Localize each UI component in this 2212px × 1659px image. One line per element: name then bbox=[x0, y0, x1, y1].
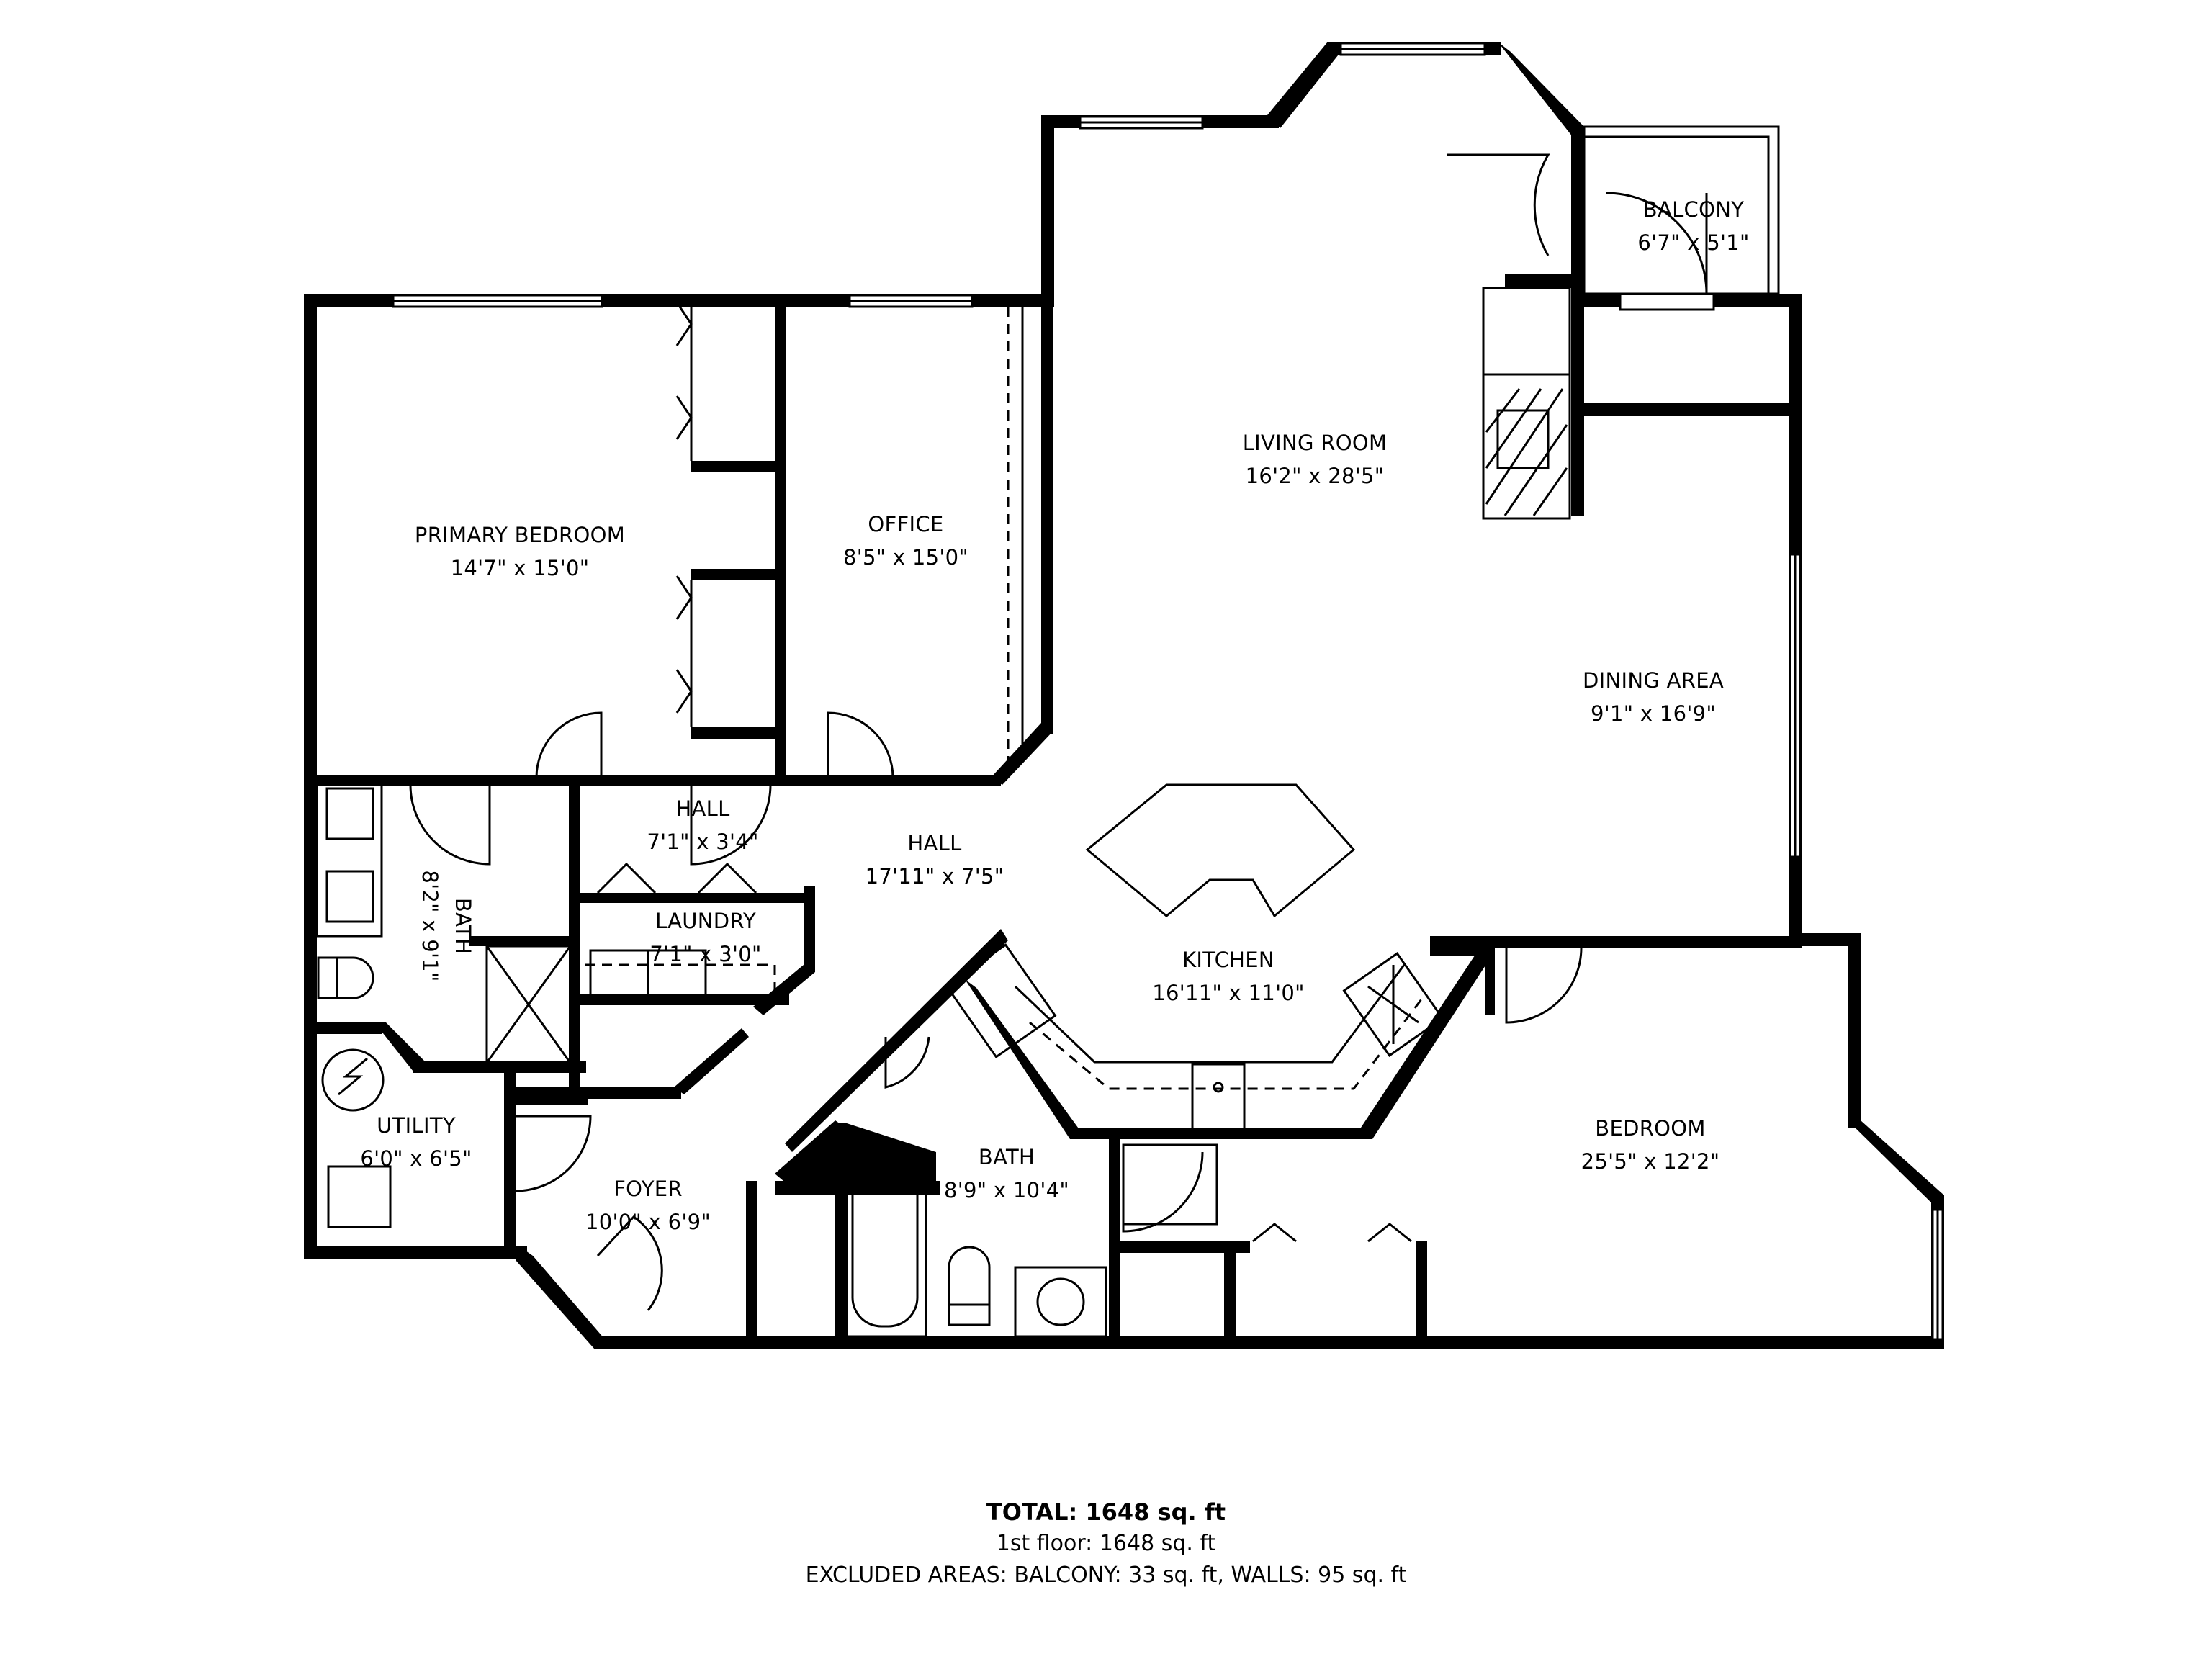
kitchen-island-icon bbox=[1085, 783, 1356, 918]
toilet-icon bbox=[317, 956, 374, 999]
balcony-outline bbox=[1583, 125, 1780, 311]
sink-icon bbox=[1014, 1266, 1107, 1338]
water-heater-icon bbox=[321, 1048, 385, 1112]
stove-icon bbox=[1342, 952, 1444, 1057]
total-area: TOTAL: 1648 sq. ft bbox=[986, 1498, 1226, 1526]
excluded-areas: EXCLUDED AREAS: BALCONY: 33 sq. ft, WALL… bbox=[805, 1563, 1407, 1588]
door-swing-icon bbox=[409, 153, 1708, 1311]
bathtub-icon bbox=[845, 1151, 927, 1338]
shower-icon bbox=[485, 945, 572, 1064]
bath2-fixtures bbox=[845, 1143, 1218, 1338]
area-summary: TOTAL: 1648 sq. ft 1st floor: 1648 sq. f… bbox=[806, 1496, 1407, 1591]
refrigerator-icon bbox=[945, 943, 1057, 1058]
bath-fixtures bbox=[315, 783, 776, 1228]
floor-area: 1st floor: 1648 sq. ft bbox=[996, 1531, 1216, 1556]
vanity bbox=[315, 783, 383, 938]
fireplace-icon bbox=[1482, 287, 1571, 520]
sink-icon bbox=[325, 870, 374, 923]
washer-dryer-icon bbox=[327, 1165, 392, 1228]
sink-icon bbox=[1191, 1063, 1246, 1133]
window-icon bbox=[392, 42, 1944, 1341]
walls bbox=[304, 42, 1944, 1349]
sink-icon bbox=[325, 787, 374, 840]
toilet-icon bbox=[948, 1246, 991, 1326]
kitchen-counter bbox=[945, 943, 1444, 1133]
